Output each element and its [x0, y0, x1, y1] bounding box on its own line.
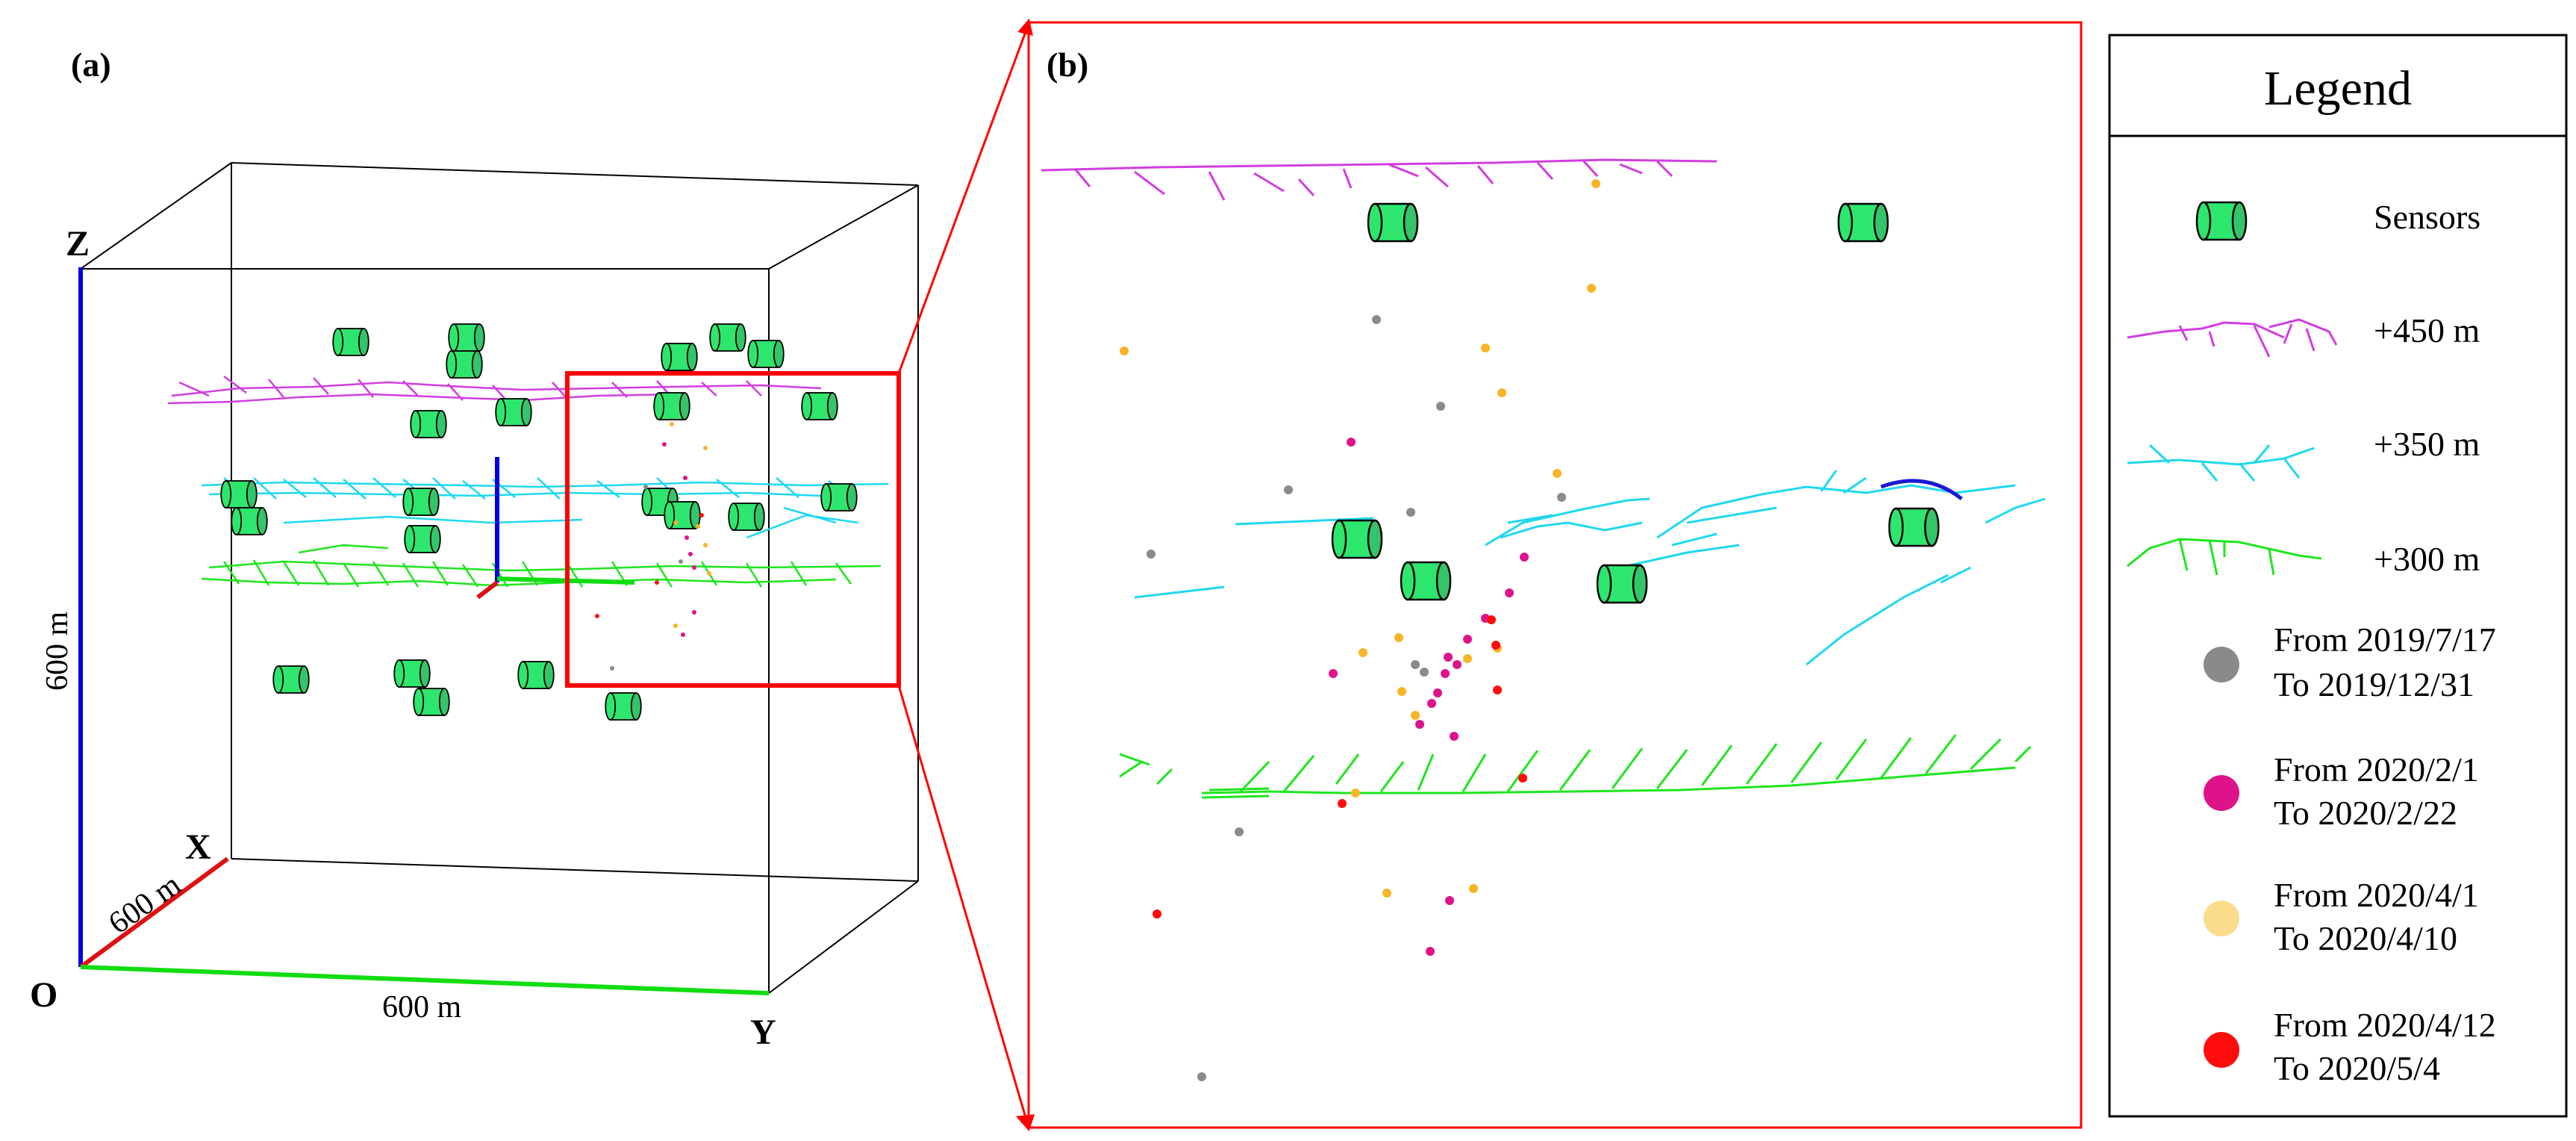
legend-label: From 2019/7/17	[2274, 621, 2496, 659]
x-axis	[79, 856, 229, 969]
legend-label: From 2020/2/1	[2274, 750, 2479, 789]
panel-a-label: (a)	[71, 46, 111, 84]
sensor-icon	[410, 410, 447, 438]
x-length-label: 600 m	[102, 867, 187, 941]
sensor-icon	[1331, 519, 1383, 559]
legend-label: +300 m	[2374, 540, 2480, 578]
legend-label: From 2020/4/1	[2274, 876, 2479, 914]
y-axis	[80, 965, 770, 995]
legend-label: To 2020/2/22	[2274, 794, 2457, 832]
highlight-box	[565, 371, 901, 688]
sensor-icon	[1367, 202, 1419, 243]
legend-item-2020-feb: From 2020/2/1 To 2020/2/22	[2204, 750, 2479, 832]
sensor-icon	[2195, 201, 2248, 241]
sensor-icon	[1400, 561, 1452, 601]
legend-frame	[2108, 34, 2568, 1118]
sensor-icon	[448, 323, 485, 352]
sensor-icon	[664, 501, 701, 529]
legend-label: +350 m	[2374, 425, 2480, 463]
sensor-icon	[413, 688, 450, 716]
sensor-icon	[1596, 564, 1648, 604]
sensor-icon	[820, 483, 858, 512]
legend-item-2019: From 2019/7/17 To 2019/12/31	[2204, 621, 2496, 703]
sensor-icon	[661, 343, 698, 371]
sensor-icon	[653, 392, 690, 420]
legend-label: From 2020/4/12	[2274, 1006, 2496, 1044]
level-300-b	[1119, 734, 2032, 799]
legend-item-350: +350 m	[2127, 425, 2480, 482]
sensor-icon	[332, 328, 369, 356]
legend-dot-icon	[2204, 775, 2239, 811]
x-axis-label: X	[185, 827, 211, 867]
level-350-a	[201, 477, 889, 539]
legend-line-icon	[2127, 318, 2338, 358]
level-350-b	[1134, 470, 2046, 666]
sensor-icon	[402, 488, 440, 516]
sensor-icon	[272, 665, 310, 694]
y-length-label: 600 m	[382, 990, 462, 1025]
sensor-icon	[220, 480, 258, 509]
legend-label: Sensors	[2374, 198, 2480, 236]
legend-line-icon	[2127, 538, 2322, 576]
events-a	[595, 422, 711, 671]
sensor-icon	[404, 525, 441, 553]
sensor-icon	[605, 692, 642, 721]
sensor-icon	[1837, 202, 1889, 243]
sensor-icon	[517, 661, 555, 689]
legend-label: +450 m	[2374, 311, 2480, 349]
sensors-b	[1331, 202, 1940, 604]
z-axis-label: Z	[66, 224, 90, 264]
panel-a: (a) Z X Y O 600 m 600 m 600 m	[30, 46, 919, 1052]
sensor-icon	[231, 507, 268, 535]
sensor-icon	[1888, 507, 1940, 547]
legend-title: Legend	[2264, 61, 2412, 116]
legend: Legend Sensors +450 m +350 m +300 m From…	[2108, 34, 2568, 1118]
sensor-icon	[747, 340, 785, 368]
z-length-label: 600 m	[40, 612, 75, 691]
legend-item-450: +450 m	[2127, 311, 2480, 358]
sensor-icon	[801, 392, 838, 420]
panel-b-frame	[1027, 21, 2083, 1129]
blue-arc	[1880, 479, 1963, 500]
legend-label: To 2020/4/10	[2274, 919, 2457, 957]
panel-b: (b)	[1027, 21, 2083, 1129]
level-450-a	[167, 375, 822, 405]
legend-dot-icon	[2204, 1032, 2239, 1068]
sensor-icon	[728, 503, 765, 531]
sensor-icon	[709, 323, 746, 352]
panel-b-label: (b)	[1047, 46, 1088, 84]
sensor-icon	[393, 659, 431, 688]
sensor-icon	[446, 350, 483, 379]
sensor-icon	[495, 398, 532, 426]
legend-item-2020-apr12: From 2020/4/12 To 2020/5/4	[2204, 1006, 2496, 1087]
y-axis-label: Y	[750, 1013, 776, 1052]
legend-line-icon	[2127, 444, 2315, 482]
legend-item-2020-apr1: From 2020/4/1 To 2020/4/10	[2204, 876, 2479, 957]
legend-dot-icon	[2204, 647, 2239, 683]
legend-label: To 2019/12/31	[2274, 665, 2474, 703]
legend-label: To 2020/5/4	[2274, 1049, 2440, 1087]
origin-label: O	[30, 975, 57, 1015]
bounding-box	[80, 162, 919, 994]
legend-item-sensors: Sensors	[2195, 198, 2480, 241]
level-450-b	[1041, 158, 1718, 201]
legend-dot-icon	[2204, 901, 2239, 936]
events-b	[1120, 179, 1600, 1081]
legend-item-300: +300 m	[2127, 538, 2480, 578]
